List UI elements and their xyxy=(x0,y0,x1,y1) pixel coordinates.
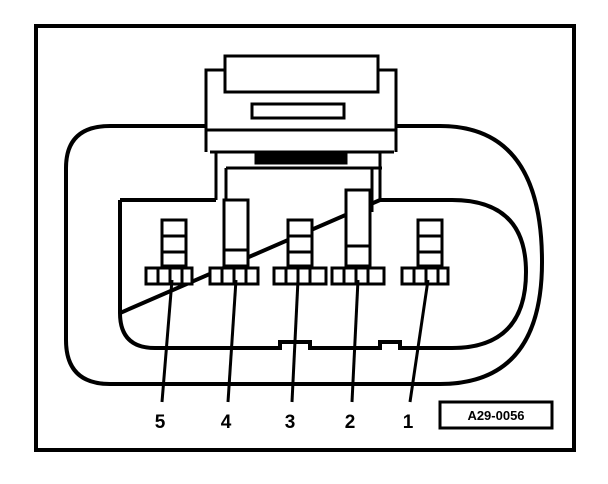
leader-line-2 xyxy=(350,279,360,403)
connector-cavity xyxy=(117,198,529,350)
pin-label-5: 5 xyxy=(155,412,166,433)
pin-label-1: 1 xyxy=(403,412,414,433)
pin-5 xyxy=(144,218,194,286)
pin-label-2: 2 xyxy=(345,412,356,433)
leader-line-5 xyxy=(160,279,174,403)
leader-lines xyxy=(160,279,430,403)
connector-latch xyxy=(204,54,398,152)
leader-line-3 xyxy=(290,279,300,403)
pin-4 xyxy=(208,198,260,286)
connector-housing xyxy=(64,124,545,386)
leader-line-4 xyxy=(226,279,238,403)
reference-box xyxy=(438,400,554,430)
figure-frame xyxy=(34,24,576,452)
reference-code: A29-0056 xyxy=(467,408,524,423)
pin-1 xyxy=(400,218,450,286)
pin-3 xyxy=(272,218,328,286)
pin-label-3: 3 xyxy=(285,412,296,433)
pin-2 xyxy=(330,188,386,286)
leader-line-1 xyxy=(408,279,430,403)
latch-bridge xyxy=(210,150,394,212)
pin-label-4: 4 xyxy=(221,412,232,433)
